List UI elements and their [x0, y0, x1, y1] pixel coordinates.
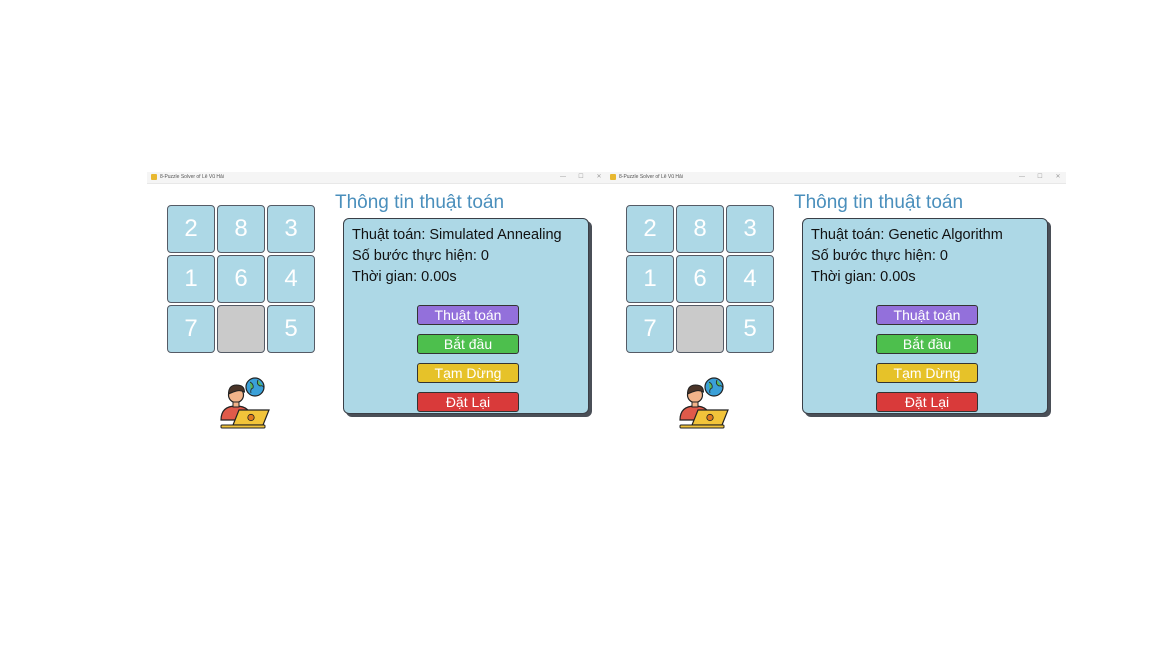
window-title: 8-Puzzle Solver of Lê Vũ Hải [160, 174, 224, 180]
info-title: Thông tin thuật toán [335, 192, 505, 213]
close-icon[interactable]: ✕ [596, 174, 602, 180]
puzzle-empty-tile[interactable] [217, 305, 265, 353]
puzzle-empty-tile[interactable] [676, 305, 724, 353]
app-window-right: 8-Puzzle Solver of Lê Vũ Hải — ☐ ✕ 2 8 3… [606, 172, 1066, 448]
puzzle-tile[interactable]: 1 [626, 255, 674, 303]
puzzle-board: 2 8 3 1 6 4 7 5 [167, 205, 319, 357]
app-icon [151, 174, 157, 180]
person-laptop-globe-icon [220, 377, 270, 429]
reset-button[interactable]: Đặt Lại [876, 392, 978, 412]
puzzle-tile[interactable]: 8 [217, 205, 265, 253]
start-button[interactable]: Bắt đầu [417, 334, 519, 354]
info-panel: Thuật toán: Genetic Algorithm Số bước th… [802, 218, 1048, 414]
maximize-icon[interactable]: ☐ [578, 174, 584, 180]
algorithm-button[interactable]: Thuật toán [417, 305, 519, 325]
person-laptop-globe-icon [679, 377, 729, 429]
title-bar: 8-Puzzle Solver of Lê Vũ Hải — ☐ ✕ [147, 172, 607, 184]
puzzle-tile[interactable]: 2 [167, 205, 215, 253]
puzzle-tile[interactable]: 7 [626, 305, 674, 353]
puzzle-tile[interactable]: 7 [167, 305, 215, 353]
algorithm-button[interactable]: Thuật toán [876, 305, 978, 325]
title-bar: 8-Puzzle Solver of Lê Vũ Hải — ☐ ✕ [606, 172, 1066, 184]
info-panel: Thuật toán: Simulated Annealing Số bước … [343, 218, 589, 414]
window-title: 8-Puzzle Solver of Lê Vũ Hải [619, 174, 683, 180]
algorithm-label: Thuật toán: Genetic Algorithm [811, 227, 1003, 243]
time-label: Thời gian: 0.00s [352, 269, 457, 285]
puzzle-tile[interactable]: 3 [267, 205, 315, 253]
minimize-icon[interactable]: — [560, 174, 566, 180]
steps-label: Số bước thực hiện: 0 [352, 248, 489, 264]
window-controls: — ☐ ✕ [1018, 172, 1062, 183]
info-title: Thông tin thuật toán [794, 192, 964, 213]
close-icon[interactable]: ✕ [1055, 174, 1061, 180]
pause-button[interactable]: Tạm Dừng [876, 363, 978, 383]
puzzle-tile[interactable]: 3 [726, 205, 774, 253]
maximize-icon[interactable]: ☐ [1037, 174, 1043, 180]
window-controls: — ☐ ✕ [559, 172, 603, 183]
puzzle-tile[interactable]: 5 [267, 305, 315, 353]
puzzle-tile[interactable]: 8 [676, 205, 724, 253]
puzzle-tile[interactable]: 2 [626, 205, 674, 253]
puzzle-tile[interactable]: 4 [726, 255, 774, 303]
minimize-icon[interactable]: — [1019, 174, 1025, 180]
app-window-left: 8-Puzzle Solver of Lê Vũ Hải — ☐ ✕ 2 8 3… [147, 172, 607, 448]
puzzle-board: 2 8 3 1 6 4 7 5 [626, 205, 778, 357]
time-label: Thời gian: 0.00s [811, 269, 916, 285]
app-icon [610, 174, 616, 180]
puzzle-tile[interactable]: 4 [267, 255, 315, 303]
algorithm-label: Thuật toán: Simulated Annealing [352, 227, 562, 243]
puzzle-tile[interactable]: 6 [217, 255, 265, 303]
puzzle-tile[interactable]: 5 [726, 305, 774, 353]
start-button[interactable]: Bắt đầu [876, 334, 978, 354]
steps-label: Số bước thực hiện: 0 [811, 248, 948, 264]
puzzle-tile[interactable]: 1 [167, 255, 215, 303]
reset-button[interactable]: Đặt Lại [417, 392, 519, 412]
pause-button[interactable]: Tạm Dừng [417, 363, 519, 383]
puzzle-tile[interactable]: 6 [676, 255, 724, 303]
